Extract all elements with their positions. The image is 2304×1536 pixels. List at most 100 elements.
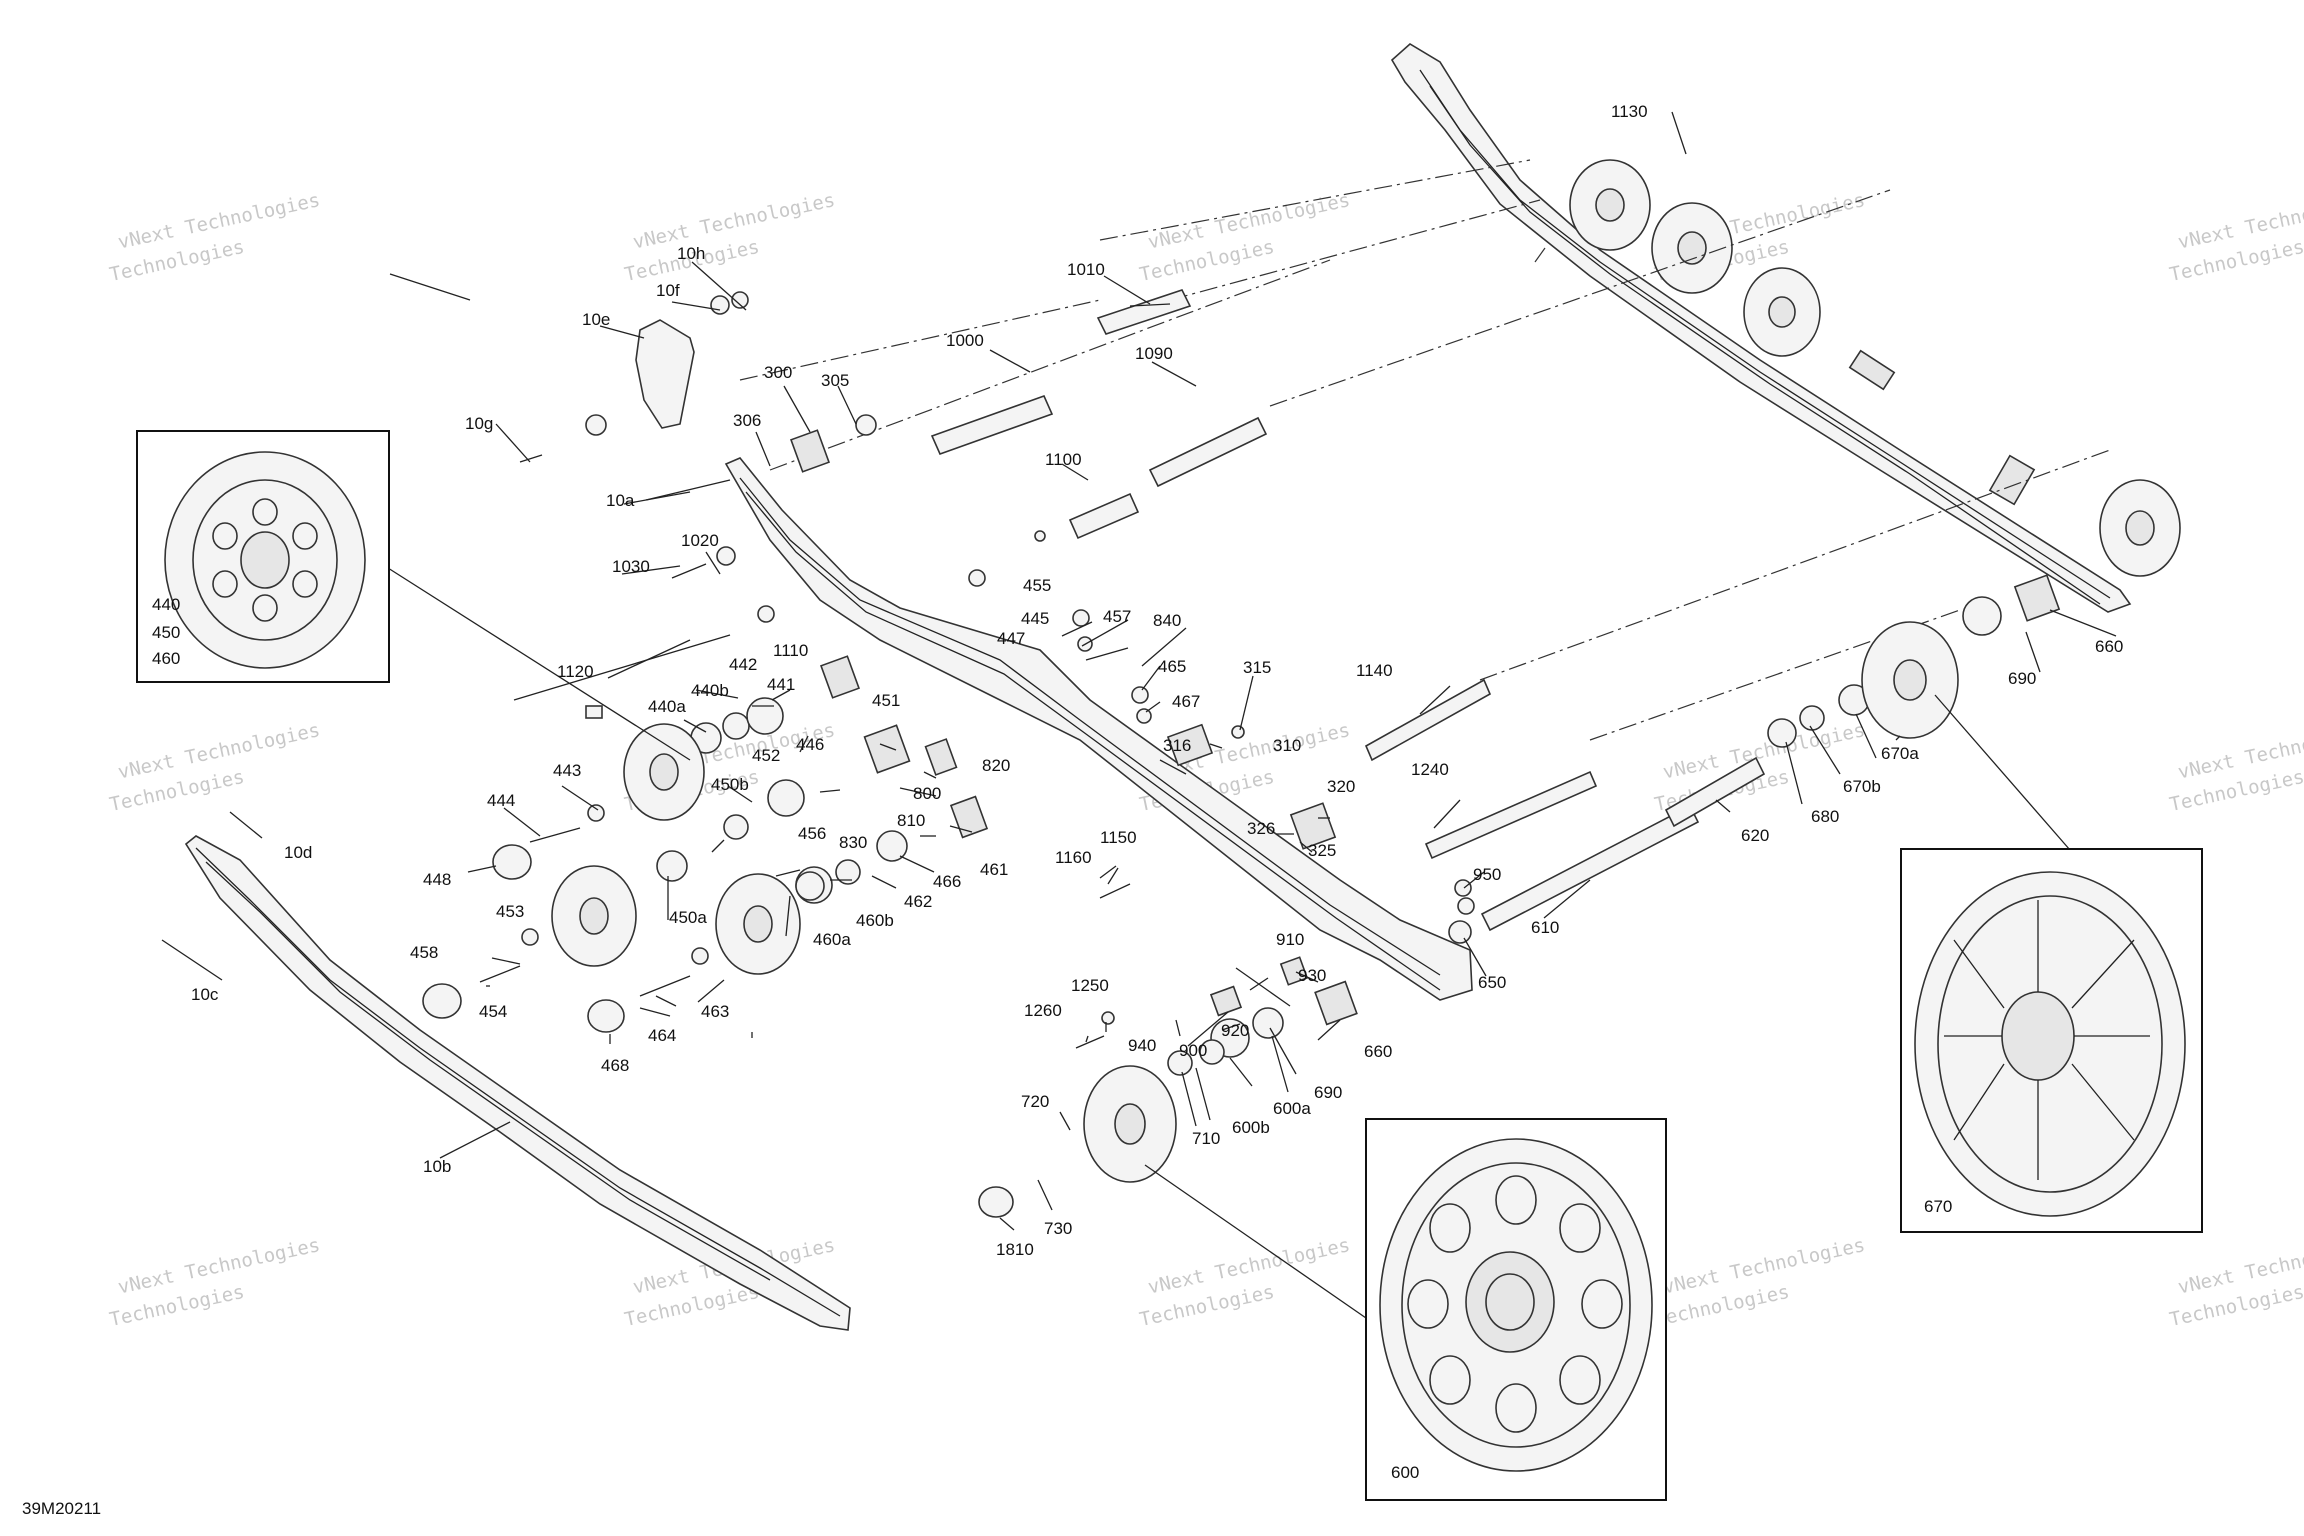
callout-447: 447 xyxy=(997,629,1025,648)
callout-315: 315 xyxy=(1243,658,1271,677)
callout-1110: 1110 xyxy=(773,641,808,660)
callout-920: 920 xyxy=(1221,1021,1249,1040)
callout-10c: 10c xyxy=(191,985,219,1004)
callout-452: 452 xyxy=(752,746,780,765)
wheel-440 xyxy=(623,723,705,821)
callout-1160: 1160 xyxy=(1055,848,1092,867)
callout-444: 444 xyxy=(487,791,515,810)
wheel-600 xyxy=(1083,1065,1177,1183)
callout-442: 442 xyxy=(729,655,757,674)
callout-1020: 1020 xyxy=(681,531,719,550)
callout-451: 451 xyxy=(872,691,900,710)
callout-650: 650 xyxy=(1478,973,1506,992)
callout-1250: 1250 xyxy=(1071,976,1109,995)
callout-1030: 1030 xyxy=(612,557,650,576)
wheel-460 xyxy=(715,873,801,975)
detail-box-670 xyxy=(1900,848,2203,1233)
callout-468: 468 xyxy=(601,1056,629,1075)
callout-305: 305 xyxy=(821,371,849,390)
callout-600a: 600a xyxy=(1273,1099,1311,1118)
leader-lines xyxy=(161,111,2117,1319)
callout-462: 462 xyxy=(904,892,932,911)
slider-10b xyxy=(184,835,851,1331)
callout-670b: 670b xyxy=(1843,777,1881,796)
callout-1100: 1100 xyxy=(1045,450,1082,469)
callout-1090: 1090 xyxy=(1135,344,1173,363)
callout-300: 300 xyxy=(764,363,792,382)
callout-460: 460 xyxy=(152,649,180,668)
callout-460a: 460a xyxy=(813,930,851,949)
wheel-670 xyxy=(1861,621,1959,739)
callout-446: 446 xyxy=(796,735,824,754)
callout-450: 450 xyxy=(152,623,180,642)
wheel-right-3 xyxy=(1743,267,1821,357)
detail-box-600 xyxy=(1365,1118,1667,1501)
wheel-right-4 xyxy=(2099,479,2181,577)
right-rail-wheels xyxy=(1569,159,2181,577)
callout-1120: 1120 xyxy=(557,662,594,681)
callout-1130: 1130 xyxy=(1611,102,1648,121)
callout-720: 720 xyxy=(1021,1092,1049,1111)
cross-shafts xyxy=(739,159,2111,932)
callout-670a: 670a xyxy=(1881,744,1919,763)
callout-463: 463 xyxy=(701,1002,729,1021)
callout-810: 810 xyxy=(897,811,925,830)
callout-820: 820 xyxy=(982,756,1010,775)
callout-950: 950 xyxy=(1473,865,1501,884)
callout-1010: 1010 xyxy=(1067,260,1105,279)
callout-10a: 10a xyxy=(606,491,635,510)
callout-1140: 1140 xyxy=(1356,661,1393,680)
callout-464: 464 xyxy=(648,1026,676,1045)
callout-670: 670 xyxy=(1924,1197,1952,1216)
right-rail xyxy=(1390,43,2132,613)
callout-467: 467 xyxy=(1172,692,1200,711)
callout-830: 830 xyxy=(839,833,867,852)
callout-660-b: 660 xyxy=(1364,1042,1392,1061)
left-rail-10a xyxy=(724,457,1473,1001)
callout-461: 461 xyxy=(980,860,1008,879)
callout-1240: 1240 xyxy=(1411,760,1449,779)
callout-10h: 10h xyxy=(677,244,705,263)
callout-1000: 1000 xyxy=(946,331,984,350)
callout-10d: 10d xyxy=(284,843,312,862)
callout-310: 310 xyxy=(1273,736,1301,755)
callout-730: 730 xyxy=(1044,1219,1072,1238)
callout-445: 445 xyxy=(1021,609,1049,628)
callout-620: 620 xyxy=(1741,826,1769,845)
callout-448: 448 xyxy=(423,870,451,889)
callout-660-a: 660 xyxy=(2095,637,2123,656)
callout-10b: 10b xyxy=(423,1157,451,1176)
callout-450a: 450a xyxy=(669,908,707,927)
callout-1260: 1260 xyxy=(1024,1001,1062,1020)
diagram-code: 39M20211 xyxy=(22,1499,101,1518)
callout-326: 326 xyxy=(1247,819,1275,838)
callout-457: 457 xyxy=(1103,607,1131,626)
callout-10g: 10g xyxy=(465,414,493,433)
wheel-right-1 xyxy=(1569,159,1651,251)
callout-10e: 10e xyxy=(582,310,610,329)
callout-690-b: 690 xyxy=(1314,1083,1342,1102)
callout-458: 458 xyxy=(410,943,438,962)
callout-454: 454 xyxy=(479,1002,507,1021)
callout-900: 900 xyxy=(1179,1041,1207,1060)
callout-940: 940 xyxy=(1128,1036,1156,1055)
callout-465: 465 xyxy=(1158,657,1186,676)
callout-1150: 1150 xyxy=(1100,828,1137,847)
callout-1810: 1810 xyxy=(996,1240,1034,1259)
callout-10f: 10f xyxy=(656,281,680,300)
callout-440b: 440b xyxy=(691,681,729,700)
callout-441: 441 xyxy=(767,675,795,694)
mid-wheels xyxy=(551,621,1959,1183)
callout-930: 930 xyxy=(1298,966,1326,985)
callout-610: 610 xyxy=(1531,918,1559,937)
wheel-450 xyxy=(551,865,637,967)
callout-460b: 460b xyxy=(856,911,894,930)
